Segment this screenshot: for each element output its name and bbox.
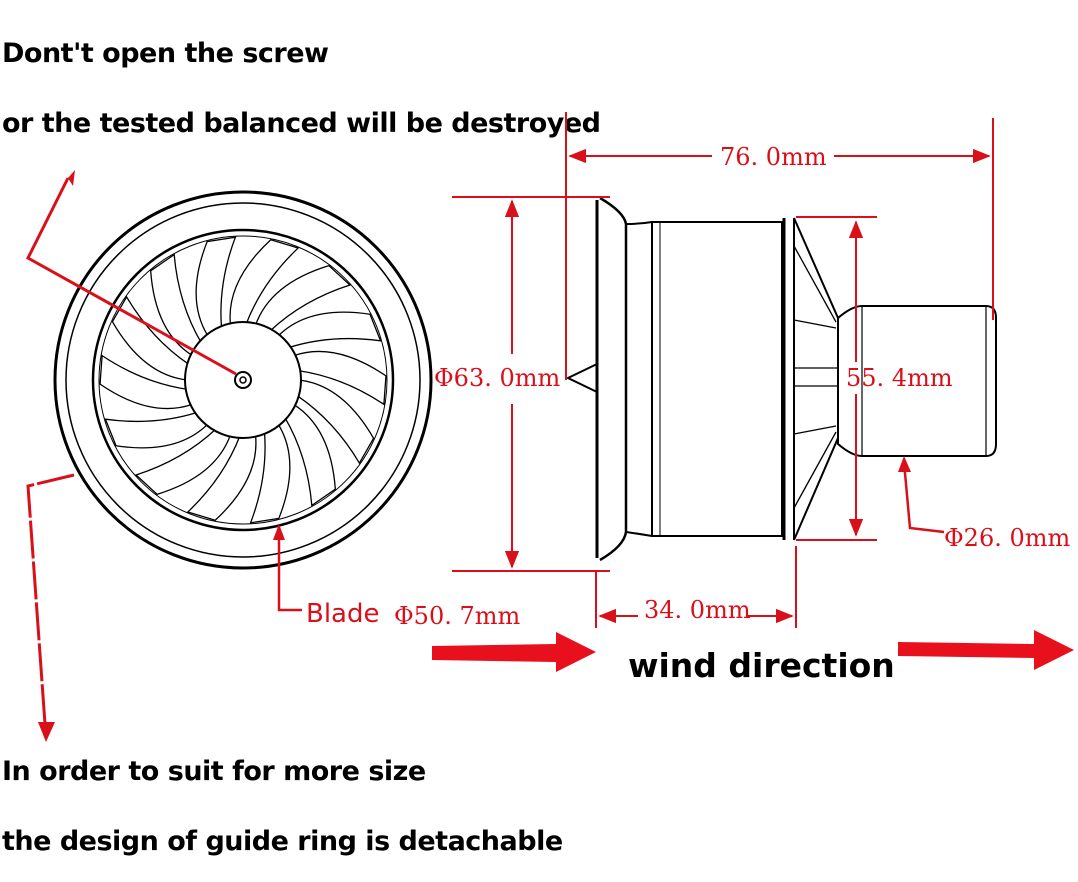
fan-blade — [111, 295, 190, 381]
fan-blade — [293, 350, 387, 406]
body-length-label: 34. 0mm — [644, 596, 751, 624]
fan-blade — [277, 311, 382, 349]
note-screw-line2: or the tested balanced will be destroyed — [2, 108, 601, 139]
front-view — [53, 190, 433, 570]
guide-ring — [91, 228, 395, 532]
tail-cone — [793, 217, 839, 541]
inlet-bottom-curve — [625, 531, 653, 537]
screw-arrow-head — [68, 170, 75, 186]
inlet-top-curve — [625, 221, 653, 225]
balance-screw-hole — [239, 376, 247, 384]
wind-arrow-right — [898, 630, 1074, 670]
arrow-right-icon — [898, 630, 1074, 670]
outer-shroud-ring — [53, 190, 433, 570]
guide-ring-inner — [98, 235, 388, 525]
outer-diameter-label: Φ63. 0mm — [434, 364, 561, 392]
motor-can — [837, 305, 997, 457]
fan-blade — [284, 403, 337, 507]
spinner-nose — [565, 363, 598, 393]
fan-blade-icon — [99, 236, 387, 524]
arrow-right-icon — [432, 632, 596, 672]
fan-blade — [99, 354, 193, 410]
fan-blade — [104, 411, 209, 449]
wind-direction-label: wind direction — [628, 646, 895, 685]
blade-arrow-head — [273, 524, 285, 540]
fan-blade — [296, 379, 375, 465]
wind-arrow-left — [432, 632, 596, 672]
fan-casing — [651, 221, 783, 537]
fan-blade — [229, 238, 300, 326]
note-ring-line2: the design of guide ring is detachable — [2, 826, 563, 857]
blade-diameter-label: Φ50. 7mm — [394, 602, 521, 630]
shroud-inner-edge — [65, 202, 421, 558]
note-ring-line1: In order to suit for more size — [2, 756, 426, 787]
blade-dim-leader — [273, 524, 302, 612]
blade-leader-line — [277, 526, 302, 612]
ring-leader-line — [26, 473, 75, 739]
motor-arrow-head — [898, 456, 911, 472]
motor-leader-line — [902, 461, 945, 534]
stator-vane — [793, 245, 837, 323]
side-view — [565, 196, 997, 562]
fan-blade — [249, 423, 291, 524]
inner-diameter-label: 55. 4mm — [846, 364, 953, 392]
fan-blade — [134, 428, 232, 496]
motor-diameter-label: Φ26. 0mm — [944, 524, 1071, 552]
fan-blade — [186, 434, 257, 522]
ring-arrow-head — [38, 722, 55, 742]
note-screw-line1: Dont't open the screw — [2, 38, 329, 69]
side-dimensions — [452, 112, 994, 628]
fan-blade — [195, 236, 237, 337]
overall-length-label: 76. 0mm — [720, 143, 827, 171]
stator-vane — [793, 431, 837, 509]
blade-label: Blade — [306, 599, 380, 629]
inlet-lip — [599, 196, 628, 562]
stator-vane — [793, 425, 837, 435]
balance-screw — [234, 371, 252, 389]
screw-leader-line — [26, 177, 237, 376]
screw-pointer — [26, 170, 237, 376]
ring-pointer — [26, 473, 75, 742]
fan-blade — [254, 264, 352, 332]
stator-vane — [793, 319, 837, 329]
